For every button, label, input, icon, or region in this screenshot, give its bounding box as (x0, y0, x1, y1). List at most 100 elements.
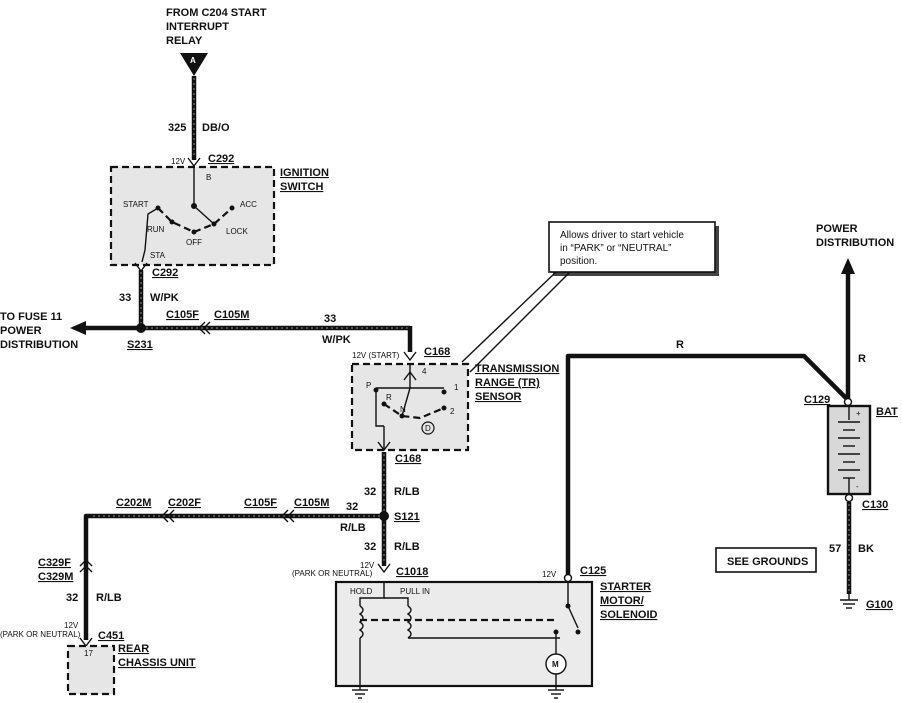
source-label-line1: FROM C204 START (166, 7, 267, 19)
note-line1: Allows driver to start vehicle (560, 230, 684, 241)
battery-label: BAT (876, 406, 898, 418)
starter-title1: STARTER (600, 581, 651, 593)
battery-minus: - (856, 482, 859, 491)
c1018-label: C1018 (396, 566, 428, 578)
conn-c105f-left: C105F (244, 497, 277, 509)
wire-32a-circuit: 32 (364, 486, 376, 498)
ground-g100-symbol (840, 594, 858, 609)
starter-hold: HOLD (350, 587, 372, 596)
ignition-pos-acc: ACC (240, 200, 257, 209)
ignition-pos-lock: LOCK (226, 227, 248, 236)
starter-pull-in: PULL IN (400, 587, 430, 596)
note-line3: position. (560, 256, 597, 267)
wire-33-top-circuit: 33 (324, 313, 336, 325)
power-dist-line1: POWER (816, 223, 858, 235)
c1018-mode: (PARK OR NEUTRAL) (292, 569, 373, 578)
ignition-title1: IGNITION (280, 167, 329, 179)
conn-c105m-top: C105M (214, 309, 249, 321)
c329f-label: C329F (38, 557, 71, 569)
wire-33-top-color: W/PK (322, 334, 351, 346)
rear-title1: REAR (118, 643, 149, 655)
splice-s121-label: S121 (394, 511, 420, 523)
tr-pinD: D (425, 424, 431, 433)
tr-title2: RANGE (TR) (475, 377, 540, 389)
wire-33-color: W/PK (150, 292, 179, 304)
pull-in-coil (406, 605, 412, 639)
tr-pinP: P (366, 381, 371, 390)
c292-bottom-label: C292 (152, 267, 178, 279)
ignition-pos-run: RUN (147, 225, 165, 234)
c125-terminal (563, 573, 573, 583)
tr-pinN: N (400, 405, 406, 414)
fuse-arrow (70, 321, 86, 335)
tr-pin4: 4 (422, 367, 427, 376)
tr-pinR: R (386, 393, 392, 402)
wire-32-left-circuit: 32 (346, 501, 358, 513)
wire-57-circuit: 57 (829, 543, 841, 555)
ignition-term-sta: STA (150, 251, 166, 260)
rear-title2: CHASSIS UNIT (118, 657, 196, 669)
conn-c202f: C202F (168, 497, 201, 509)
starter-voltage: 12V (542, 570, 557, 579)
battery-plus: + (856, 409, 861, 418)
see-grounds-label: SEE GROUNDS (727, 556, 808, 568)
fuse-label-line3: DISTRIBUTION (0, 339, 78, 351)
c130-label: C130 (862, 499, 888, 511)
c130-terminal (844, 493, 854, 503)
splice-s231-label: S231 (127, 339, 153, 351)
power-dist-arrow (841, 258, 855, 274)
wire-325-color: DB/O (202, 122, 230, 134)
ground-g100-label: G100 (866, 599, 893, 611)
connector-a-letter: A (190, 56, 196, 65)
rear-mode: (PARK OR NEUTRAL) (0, 630, 81, 639)
starter-ground-left (352, 689, 368, 699)
wire-r-right-label: R (858, 353, 866, 365)
wire-32a-color: R/LB (394, 486, 420, 498)
see-grounds-box[interactable] (715, 547, 817, 573)
starter-title3: SOLENOID (600, 609, 658, 621)
wire-325-circuit: 325 (168, 122, 186, 134)
conn-c105m-left: C105M (294, 497, 329, 509)
c125-label: C125 (580, 565, 606, 577)
wire-r-top-label: R (676, 339, 684, 351)
c451-label: C451 (98, 630, 124, 642)
starter-title2: MOTOR/ (600, 595, 644, 607)
connector-a-arrow (180, 53, 208, 76)
tr-voltage: 12V (START) (352, 351, 400, 360)
note-line2: in “PARK” or “NEUTRAL” (560, 243, 672, 254)
wire-57-color: BK (858, 543, 874, 555)
c129-terminal (843, 397, 853, 407)
tr-pin1: 1 (454, 383, 459, 392)
ignition-switch-box (109, 165, 276, 267)
wire-32c-circuit: 32 (66, 592, 78, 604)
wire-32c-color: R/LB (96, 592, 122, 604)
power-dist-line2: DISTRIBUTION (816, 237, 894, 249)
wire-33-circuit: 33 (119, 292, 131, 304)
fuse-label-line1: TO FUSE 11 (0, 311, 62, 323)
source-label-line3: RELAY (166, 35, 203, 47)
tr-pin2: 2 (450, 407, 455, 416)
ignition-term-b: B (206, 173, 211, 182)
c129-label: C129 (804, 394, 830, 406)
rear-chassis-unit-box (66, 644, 116, 696)
ignition-title2: SWITCH (280, 181, 323, 193)
c329m-label: C329M (38, 571, 73, 583)
wire-r-battery-starter (565, 353, 850, 578)
tr-title1: TRANSMISSION (475, 363, 559, 375)
starter-motor-label: M (552, 660, 559, 669)
wire-32-left-color: R/LB (340, 522, 366, 534)
c292-top-label: C292 (208, 153, 234, 165)
tr-title3: SENSOR (475, 391, 522, 403)
rear-pin17: 17 (84, 649, 93, 658)
wire-32b-circuit: 32 (364, 541, 376, 553)
source-label-line2: INTERRUPT (166, 21, 229, 33)
rear-voltage: 12V (64, 621, 79, 630)
conn-c202m: C202M (116, 497, 151, 509)
ignition-voltage: 12V (171, 157, 186, 166)
note-box (548, 221, 716, 273)
c1018-voltage: 12V (360, 561, 375, 570)
conn-c105f-top: C105F (166, 309, 199, 321)
wire-32b-color: R/LB (394, 541, 420, 553)
hold-coil (358, 605, 364, 639)
